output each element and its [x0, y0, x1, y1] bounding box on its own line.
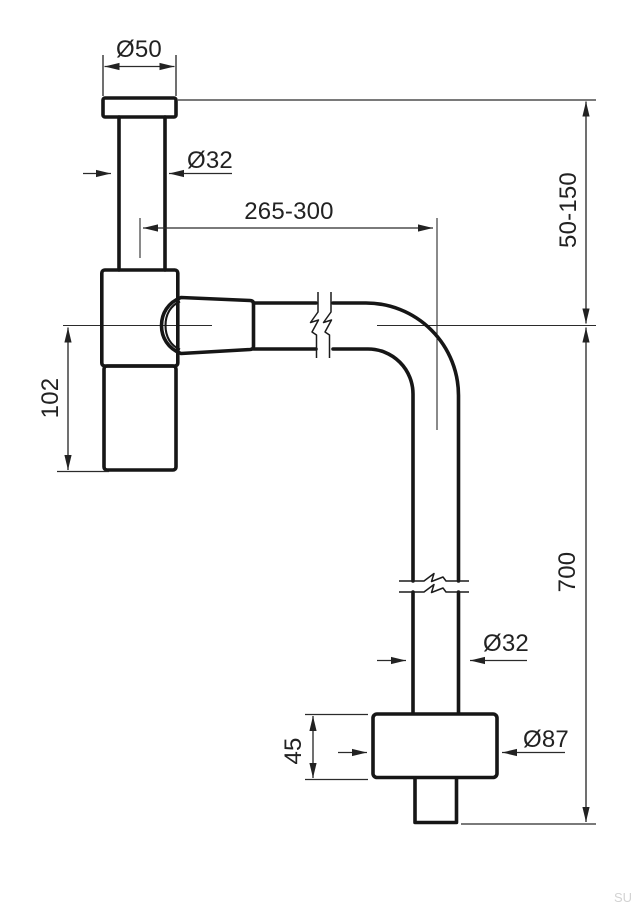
label-cap-diameter: Ø50 [116, 36, 162, 63]
vertical-pipe-break [399, 572, 469, 583]
label-outlet-diameter: Ø32 [483, 630, 529, 657]
rosette-flange [371, 712, 499, 780]
extension-line [305, 713, 368, 781]
label-rosette-height: 45 [280, 737, 307, 764]
watermark-text: SU [614, 890, 631, 905]
label-drop-height: 700 [554, 552, 581, 593]
horizontal-pipe-break [322, 292, 333, 358]
dim-body-height [57, 327, 109, 473]
label-inlet-height: 50-150 [555, 172, 582, 248]
centerlines [63, 218, 596, 430]
siphon-outline [100, 96, 499, 825]
dim-rosette-height [305, 713, 368, 781]
wall-stub [413, 776, 459, 825]
dim-cap-diameter [102, 55, 177, 96]
elbow-outer [331, 301, 461, 583]
label-body-height: 102 [37, 378, 64, 419]
pipe-break-symbols [309, 292, 469, 594]
label-wall-distance: 265-300 [244, 198, 333, 225]
elbow-inner [331, 347, 415, 583]
trap-cup [102, 364, 178, 472]
horizontal-pipe-break [309, 292, 320, 358]
extension-line [102, 55, 177, 96]
inlet-pipe [117, 115, 167, 272]
label-rosette-diameter: Ø87 [523, 726, 569, 753]
dim-inlet-height [178, 99, 596, 324]
nut-inner-arc [164, 300, 181, 351]
label-inlet-diameter: Ø32 [187, 147, 233, 174]
top-cap [101, 96, 178, 119]
dim-drop-height [461, 327, 596, 825]
vertical-pipe-break [399, 583, 469, 594]
drop-pipe [411, 590, 461, 715]
